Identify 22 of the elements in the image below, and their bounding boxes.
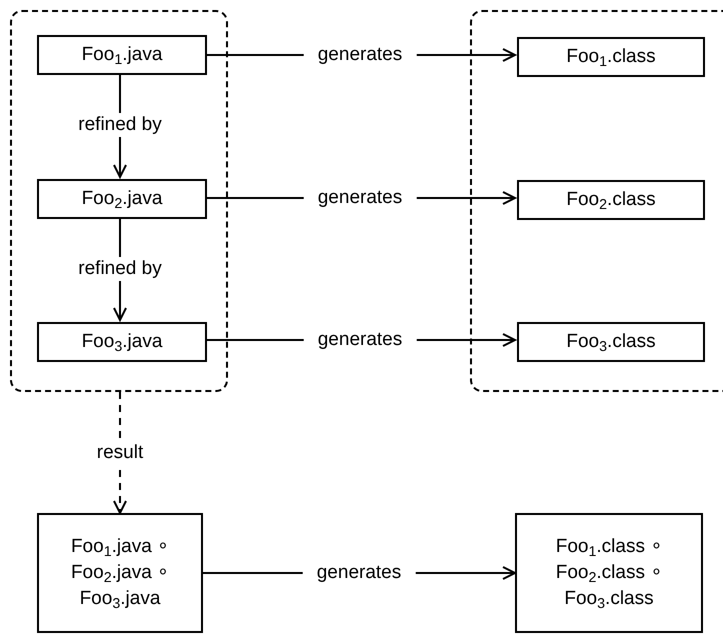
file-box xyxy=(517,322,705,362)
file-name: Foo$_{2}$.class ∘ xyxy=(556,561,662,585)
file-name: Foo$_{3}$.class xyxy=(566,330,656,354)
file-box xyxy=(515,513,703,633)
file-name: Foo$_{3}$.java xyxy=(80,587,160,611)
file-name: Foo$_{1}$.java xyxy=(82,43,162,67)
dashed-group xyxy=(470,10,723,392)
file-box xyxy=(37,322,207,362)
file-box xyxy=(517,37,705,77)
file-box xyxy=(37,513,203,633)
file-name: Foo$_{1}$.class xyxy=(566,45,656,69)
file-name: Foo$_{3}$.class xyxy=(564,587,654,611)
file-box xyxy=(37,179,207,219)
file-name: Foo$_{1}$.java ∘ xyxy=(70,535,170,559)
file-name: Foo$_{1}$.class ∘ xyxy=(556,535,662,559)
file-name: Foo$_{2}$.java ∘ xyxy=(70,561,170,585)
file-name: Foo$_{2}$.java xyxy=(82,187,162,211)
file-box xyxy=(37,35,207,75)
file-box xyxy=(517,180,705,220)
file-name: Foo$_{3}$.java xyxy=(82,330,162,354)
file-name: Foo$_{2}$.class xyxy=(566,188,656,212)
dashed-group xyxy=(10,10,228,392)
